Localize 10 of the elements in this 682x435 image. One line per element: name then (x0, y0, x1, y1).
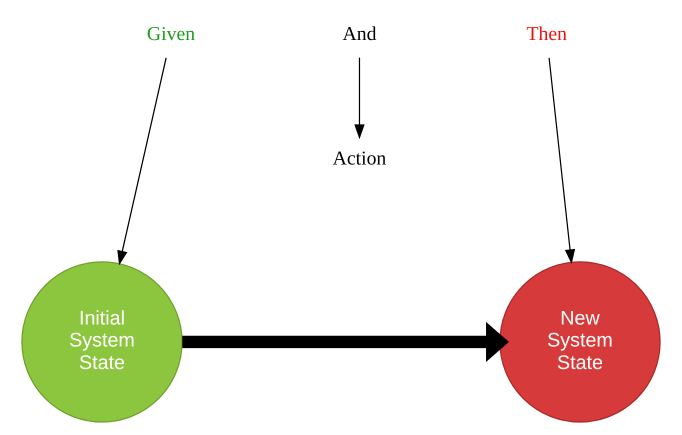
arrow (354, 58, 365, 140)
node-text: Then (526, 22, 567, 45)
node-text: And (342, 22, 376, 45)
node-circle: New System State (499, 261, 661, 423)
node-text: Action (332, 147, 386, 170)
node-text: Given (146, 22, 196, 45)
node-circle: Initial System State (21, 261, 183, 423)
arrow (548, 58, 576, 264)
arrow (182, 322, 509, 362)
arrow (117, 58, 167, 266)
